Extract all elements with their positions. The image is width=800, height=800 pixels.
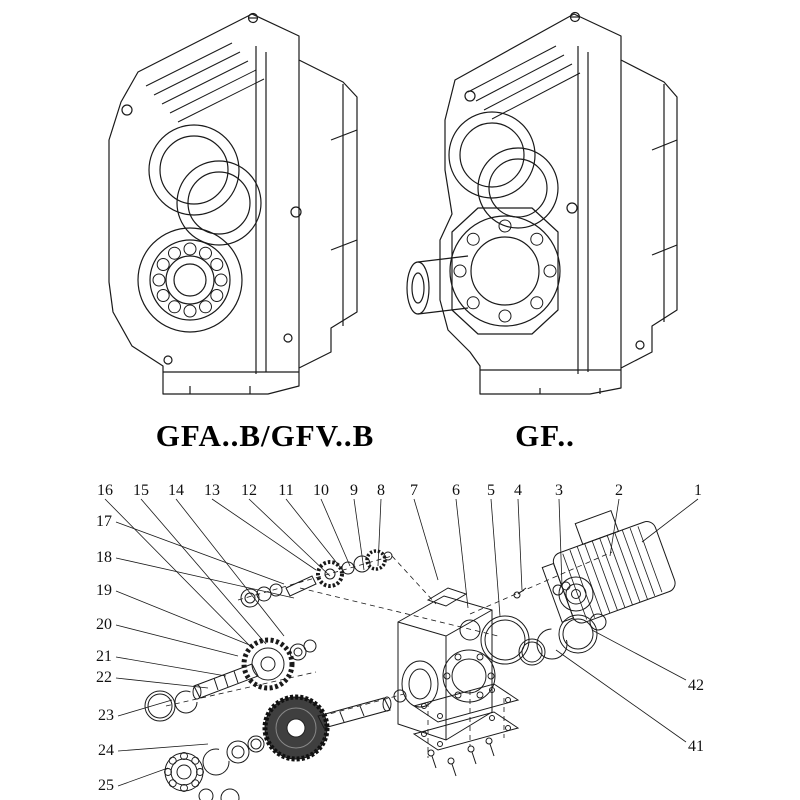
callout-9: 9 xyxy=(350,482,358,499)
output-shaft-parts xyxy=(164,689,407,800)
gearbox-drawing-gf xyxy=(406,11,678,395)
callout-10: 10 xyxy=(313,482,329,499)
callout-5: 5 xyxy=(487,482,495,499)
intermediate-gear-parts xyxy=(144,637,317,722)
callout-23: 23 xyxy=(98,707,114,724)
callout-14: 14 xyxy=(168,482,184,499)
gasket-and-bolts xyxy=(412,683,520,777)
input-shaft-parts xyxy=(240,549,393,608)
callout-4: 4 xyxy=(514,482,522,499)
callout-3: 3 xyxy=(555,482,563,499)
callout-24: 24 xyxy=(98,742,114,759)
callout-41: 41 xyxy=(688,738,704,755)
leader-lines xyxy=(104,498,699,787)
exploded-view-diagram xyxy=(104,498,699,800)
callout-42: 42 xyxy=(688,677,704,694)
callout-16: 16 xyxy=(97,482,113,499)
gearbox-drawing-gfab xyxy=(108,12,358,395)
motor-side-rings xyxy=(480,581,607,666)
callout-2: 2 xyxy=(615,482,623,499)
housing xyxy=(397,587,496,741)
callout-11: 11 xyxy=(278,482,294,499)
callout-21: 21 xyxy=(96,648,112,665)
callout-6: 6 xyxy=(452,482,460,499)
callout-19: 19 xyxy=(96,582,112,599)
callout-17: 17 xyxy=(96,513,112,530)
callout-7: 7 xyxy=(410,482,418,499)
callout-20: 20 xyxy=(96,616,112,633)
motor xyxy=(541,510,676,624)
model-label-gfab: GFA..B/GFV..B xyxy=(155,418,375,453)
callout-13: 13 xyxy=(204,482,220,499)
callout-8: 8 xyxy=(377,482,385,499)
callout-22: 22 xyxy=(96,669,112,686)
callout-18: 18 xyxy=(96,549,112,566)
callout-15: 15 xyxy=(133,482,149,499)
callout-25: 25 xyxy=(98,777,114,794)
callout-1: 1 xyxy=(694,482,702,499)
callout-12: 12 xyxy=(241,482,257,499)
model-label-gf: GF.. xyxy=(515,418,575,453)
